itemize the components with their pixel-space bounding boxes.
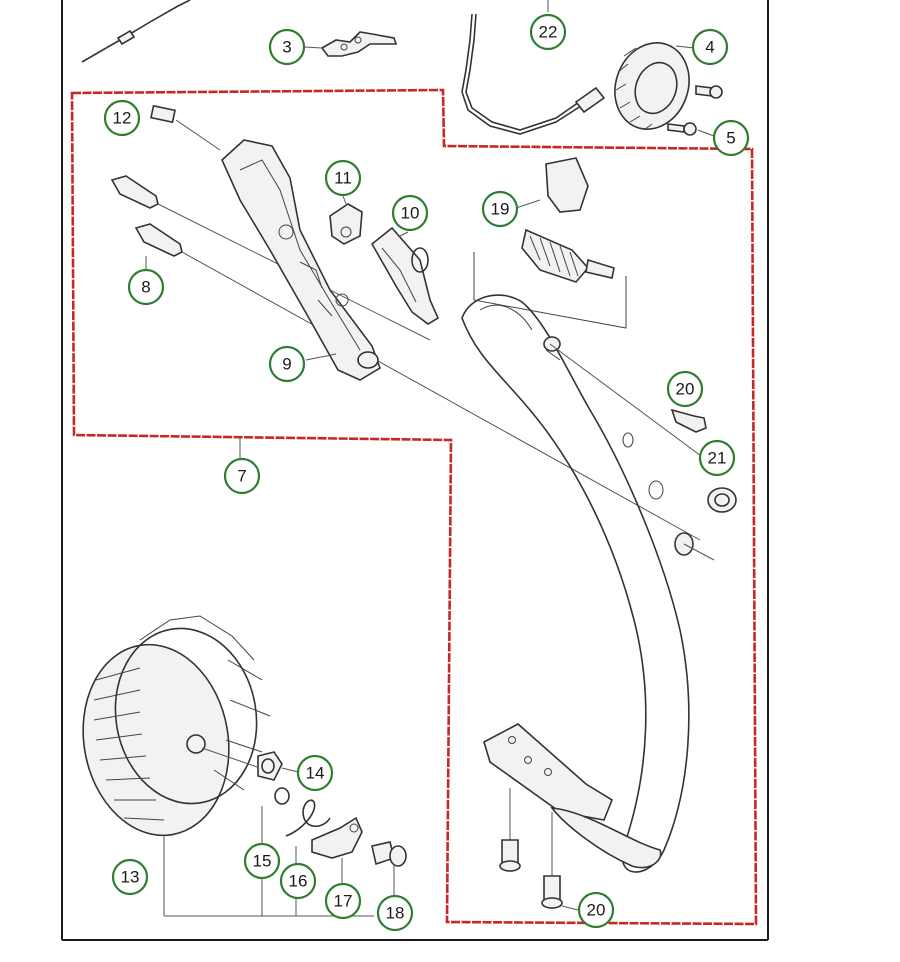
callout-22: 22	[529, 13, 567, 51]
callout-15-label: 15	[253, 852, 272, 871]
part-11	[329, 195, 363, 245]
callout-10: 10	[391, 194, 429, 232]
callout-10-label: 10	[401, 204, 420, 223]
callout-4-label: 4	[705, 38, 714, 57]
callout-8: 8	[127, 268, 165, 306]
part-spring-16	[285, 799, 331, 916]
assembly-group-outline	[70, 88, 758, 926]
callout-13: 13	[111, 858, 149, 896]
callout-8-label: 8	[141, 278, 150, 297]
callout-5-label: 5	[726, 129, 735, 148]
part-cable-top-left	[81, 0, 191, 63]
callout-18: 18	[376, 894, 414, 932]
callout-3-label: 3	[282, 38, 291, 57]
callout-19: 19	[481, 190, 519, 228]
part-bolts-20-lower	[499, 788, 579, 911]
callout-16-label: 16	[289, 872, 308, 891]
part-screw-12	[150, 104, 221, 151]
callout-14-label: 14	[306, 764, 325, 783]
callout-9: 9	[268, 345, 306, 383]
part-pawl-17	[311, 816, 363, 884]
callout-16: 16	[279, 862, 317, 900]
callout-21: 21	[698, 439, 736, 477]
part-handle-bracket-9	[221, 139, 381, 381]
callout-5: 5	[712, 119, 750, 157]
callout-18-label: 18	[386, 904, 405, 923]
callout-11: 11	[324, 159, 362, 197]
callout-12: 12	[103, 99, 141, 137]
callout-20-lower: 20	[577, 891, 615, 929]
callout-13-label: 13	[121, 868, 140, 887]
part-trigger-10	[370, 226, 440, 325]
part-handle-ring-4	[614, 42, 723, 137]
callout-14: 14	[296, 754, 334, 792]
part-screw-20-upper	[549, 343, 721, 471]
part-flywheel-13	[82, 615, 374, 917]
diagram-frame	[61, 0, 769, 941]
callout-20-lower-label: 20	[587, 901, 606, 920]
callout-17: 17	[324, 882, 362, 920]
callout-17-label: 17	[334, 892, 353, 911]
callout-20-upper: 20	[666, 370, 704, 408]
callout-21-label: 21	[708, 449, 727, 468]
part-damper-19	[473, 157, 627, 329]
part-nut-14	[257, 751, 299, 781]
callout-9-label: 9	[282, 355, 291, 374]
callout-12-label: 12	[113, 109, 132, 128]
part-washer-21	[707, 487, 737, 513]
callout-15: 15	[243, 842, 281, 880]
part-bolts-8	[110, 175, 701, 541]
part-front-handle-bar	[461, 294, 694, 873]
callout-3: 3	[268, 28, 306, 66]
part-bracket-3	[303, 31, 398, 57]
part-washer-15	[261, 787, 290, 916]
part-cable-22	[461, 0, 606, 135]
callout-22-label: 22	[539, 23, 558, 42]
callout-11-label: 11	[334, 169, 352, 188]
callout-4: 4	[691, 28, 729, 66]
callout-7-label: 7	[237, 467, 246, 486]
part-screw-18	[371, 841, 407, 896]
callout-20-upper-label: 20	[676, 380, 695, 399]
callout-7: 7	[223, 457, 261, 495]
callout-19-label: 19	[491, 200, 510, 219]
